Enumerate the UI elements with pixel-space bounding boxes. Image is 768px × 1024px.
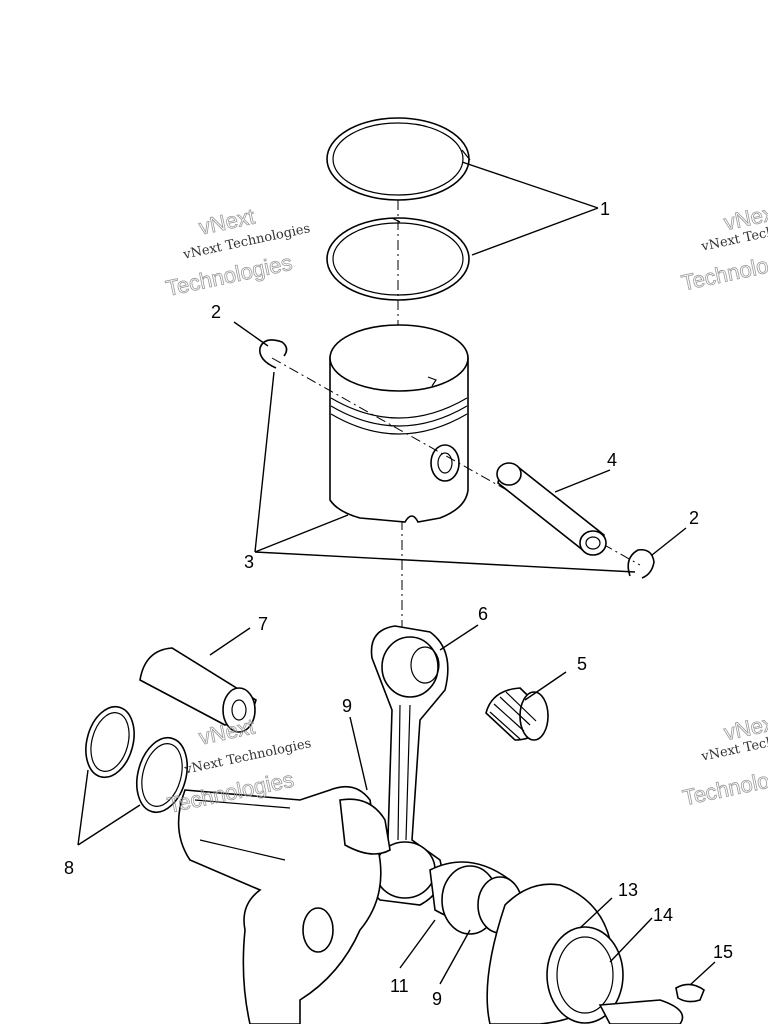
callout-9-lower: 9: [432, 989, 442, 1009]
callout-15: 15: [713, 942, 733, 962]
callout-5: 5: [577, 654, 587, 674]
watermark-upper-right: vNext vNext Technologies Technologies: [679, 199, 768, 296]
callout-13: 13: [618, 880, 638, 900]
callout-9-upper: 9: [342, 696, 352, 716]
callout-4: 4: [607, 450, 617, 470]
svg-text:Technologies: Technologies: [679, 244, 768, 295]
watermark-lower-right: vNext vNext Technologies Technologies: [680, 709, 768, 811]
circlip-left: [259, 339, 288, 369]
callout-7: 7: [258, 614, 268, 634]
crankshaft: [177, 785, 684, 1024]
woodruff-key: [675, 983, 705, 1003]
callout-2-lower: 2: [689, 508, 699, 528]
piston: [329, 324, 469, 523]
callout-11: 11: [390, 976, 409, 996]
callout-2-upper: 2: [211, 302, 221, 322]
circlip-right: [627, 548, 655, 579]
crank-pin: [139, 647, 257, 733]
callout-6: 6: [478, 604, 488, 624]
piston-pin: [496, 462, 607, 556]
needle-bearing: [485, 687, 549, 741]
callout-8: 8: [64, 858, 74, 878]
watermark-upper-left: vNext vNext Technologies Technologies: [163, 203, 311, 301]
svg-text:Technologies: Technologies: [680, 759, 768, 810]
thrust-washer-left: [85, 705, 135, 779]
callout-14: 14: [653, 905, 673, 925]
callout-1: 1: [600, 199, 610, 219]
svg-text:vNext: vNext: [197, 714, 257, 750]
callout-3: 3: [244, 552, 254, 572]
piston-ring-upper: [326, 117, 471, 201]
connecting-rod: [362, 625, 449, 906]
leader-lines: [77, 161, 716, 986]
thrust-washer-right: [136, 736, 188, 814]
